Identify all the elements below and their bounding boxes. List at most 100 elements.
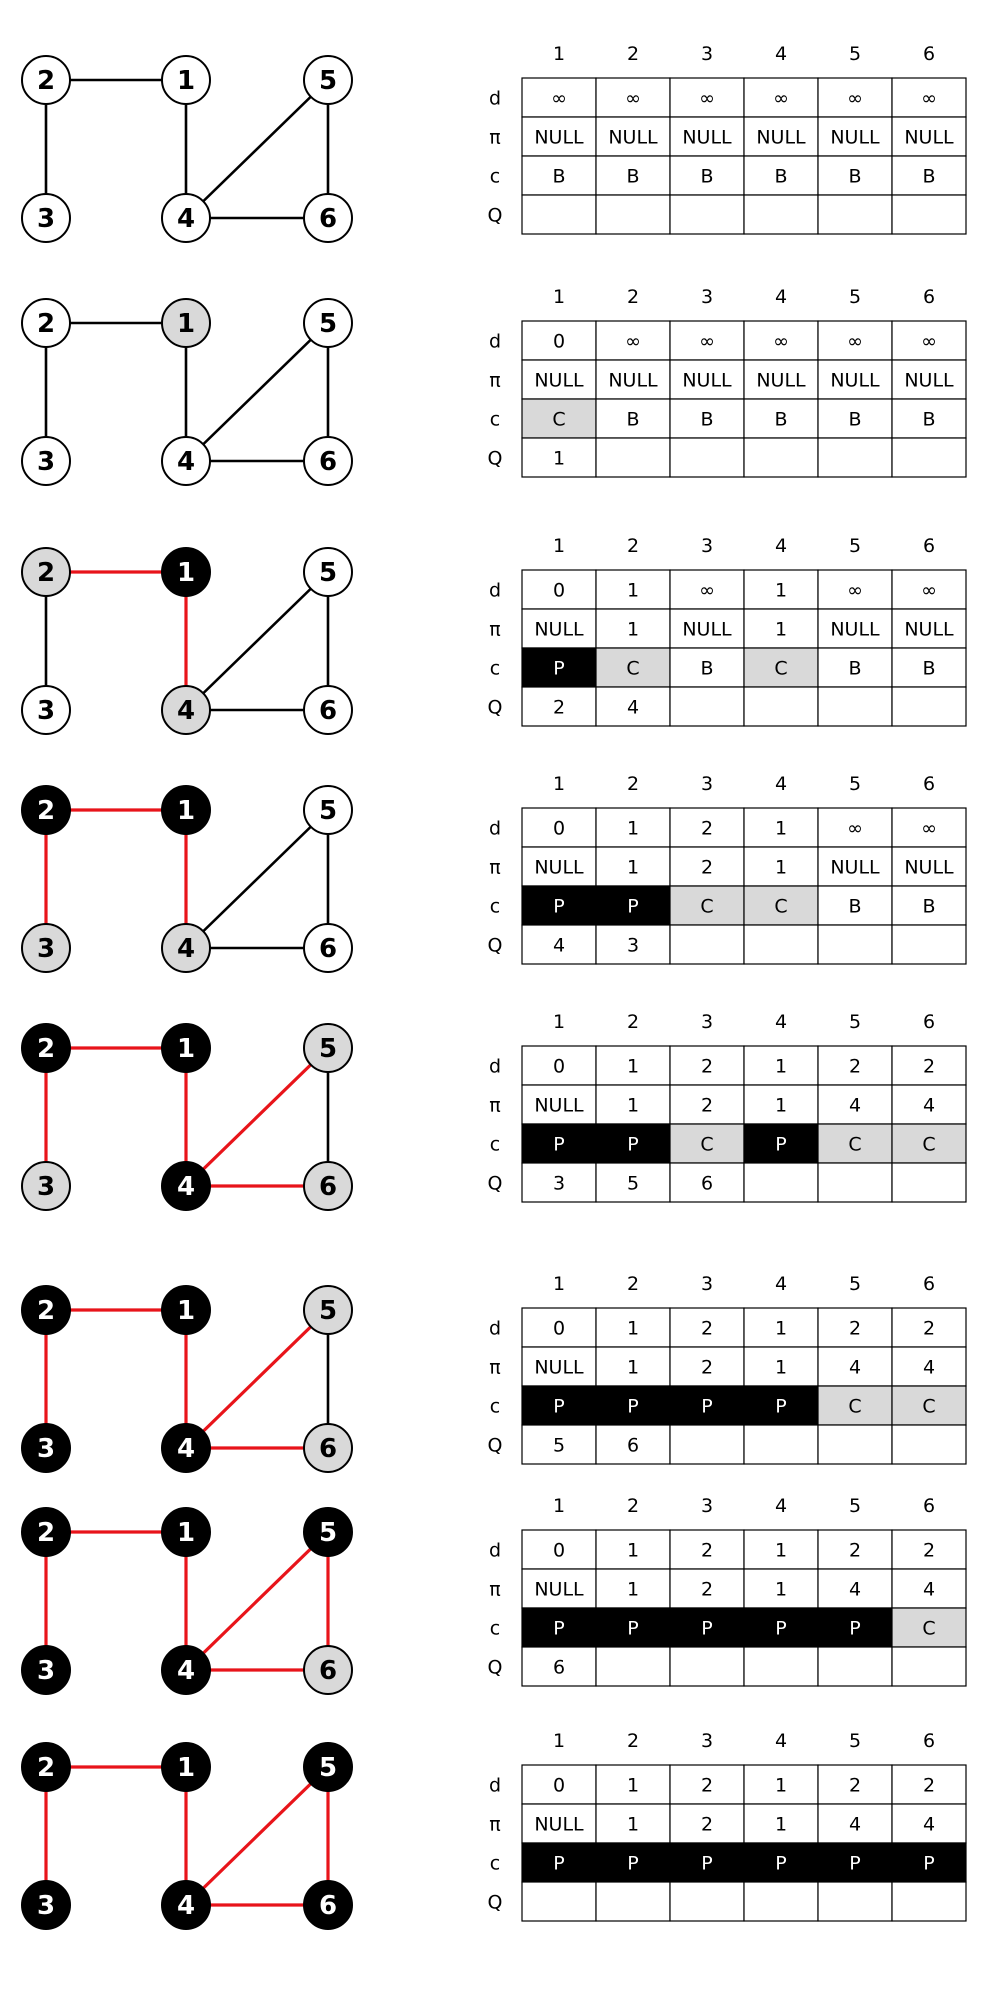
- cell-value-c: P: [553, 1853, 564, 1875]
- table-cell: [669, 1881, 745, 1922]
- vertex-1: 1: [161, 1507, 211, 1557]
- vertex-1: 1: [161, 547, 211, 597]
- edge-4-5: [184, 1765, 330, 1907]
- cell-value-pi: 1: [775, 857, 787, 879]
- row-label-c: c: [490, 1134, 500, 1156]
- table-cell: [669, 924, 745, 965]
- cell-value-d: 0: [553, 1056, 565, 1078]
- column-header: 1: [553, 773, 565, 795]
- row-label-q: Q: [488, 1173, 503, 1195]
- cell-value-q: 5: [553, 1435, 565, 1457]
- cell-value-d: ∞: [921, 580, 937, 602]
- vertex-3: 3: [21, 1880, 71, 1930]
- vertex-label: 4: [177, 1434, 195, 1464]
- cell-value-c: P: [627, 896, 638, 918]
- cell-value-c: P: [701, 1853, 712, 1875]
- cell-value-d: 1: [775, 1318, 787, 1340]
- cell-value-c: B: [552, 166, 565, 188]
- table-cell: [743, 1424, 819, 1465]
- cell-value-c: B: [922, 166, 935, 188]
- row-label-q: Q: [488, 205, 503, 227]
- vertex-circle: [161, 1161, 211, 1211]
- cell-value-c: C: [922, 1134, 935, 1156]
- vertex-2: 2: [21, 547, 71, 597]
- vertex-6: 6: [303, 1880, 353, 1930]
- row-label-c: c: [490, 658, 500, 680]
- vertex-label: 1: [177, 1296, 195, 1326]
- cell-value-d: ∞: [699, 331, 715, 353]
- table-cell: [743, 116, 819, 157]
- cell-value-pi: NULL: [904, 127, 954, 149]
- cell-value-d: 2: [923, 1775, 935, 1797]
- vertex-2: 2: [21, 1023, 71, 1073]
- vertex-4: 4: [161, 1645, 211, 1695]
- cell-value-pi: 1: [627, 619, 639, 641]
- cell-value-pi: 4: [923, 1357, 935, 1379]
- table-cell: [891, 1607, 967, 1648]
- table-cell: [595, 686, 671, 727]
- table-cell: [891, 437, 967, 478]
- cell-value-c: C: [774, 658, 787, 680]
- table-cell: [891, 1123, 967, 1164]
- vertex-4: 4: [161, 193, 211, 243]
- cell-value-pi: NULL: [904, 619, 954, 641]
- table-cell: [521, 1646, 597, 1687]
- vertex-6: 6: [303, 193, 353, 243]
- column-header: 3: [701, 1495, 713, 1517]
- table-cell: [521, 647, 597, 688]
- cell-value-pi: 1: [775, 1579, 787, 1601]
- table-cell: [891, 1764, 967, 1805]
- table-cell: [595, 924, 671, 965]
- cell-value-pi: 4: [923, 1579, 935, 1601]
- column-header: 6: [923, 1730, 935, 1752]
- table-cell: [817, 1529, 893, 1570]
- vertex-circle: [21, 785, 71, 835]
- table-cell: [817, 885, 893, 926]
- column-header: 3: [701, 1273, 713, 1295]
- table-cell: [743, 77, 819, 118]
- cell-value-d: 2: [849, 1540, 861, 1562]
- table-cell: [595, 608, 671, 649]
- cell-value-c: P: [553, 1618, 564, 1640]
- cell-value-pi: 4: [849, 1579, 861, 1601]
- cell-value-d: ∞: [773, 88, 789, 110]
- vertex-label: 2: [37, 1034, 55, 1064]
- vertex-5: 5: [303, 55, 353, 105]
- cell-value-pi: 2: [701, 857, 713, 879]
- table-cell: [891, 1084, 967, 1125]
- column-header: 6: [923, 1273, 935, 1295]
- row-label-pi: π: [489, 857, 500, 879]
- row-label-pi: π: [489, 619, 500, 641]
- table-cell: [743, 1162, 819, 1203]
- vertex-5: 5: [303, 1742, 353, 1792]
- vertex-label: 4: [177, 696, 195, 726]
- vertex-3: 3: [21, 193, 71, 243]
- cell-value-c: P: [627, 1853, 638, 1875]
- column-header: 5: [849, 1011, 861, 1033]
- cell-value-pi: 2: [701, 1814, 713, 1836]
- column-header: 2: [627, 1011, 639, 1033]
- table-cell: [521, 608, 597, 649]
- table-cell: [891, 686, 967, 727]
- cell-value-d: 1: [627, 1318, 639, 1340]
- vertex-4: 4: [161, 1880, 211, 1930]
- cell-value-c: P: [553, 896, 564, 918]
- column-header: 4: [775, 1273, 787, 1295]
- table-cell: [669, 155, 745, 196]
- cell-value-pi: NULL: [904, 857, 954, 879]
- vertex-circle: [161, 436, 211, 486]
- table-cell: [521, 1162, 597, 1203]
- vertex-3: 3: [21, 1423, 71, 1473]
- vertex-label: 3: [37, 447, 55, 477]
- table-cell: [817, 1881, 893, 1922]
- table-cell: [743, 885, 819, 926]
- vertex-label: 2: [37, 1296, 55, 1326]
- cell-value-d: 2: [701, 1056, 713, 1078]
- table-cell: [743, 1646, 819, 1687]
- table-cell: [595, 1424, 671, 1465]
